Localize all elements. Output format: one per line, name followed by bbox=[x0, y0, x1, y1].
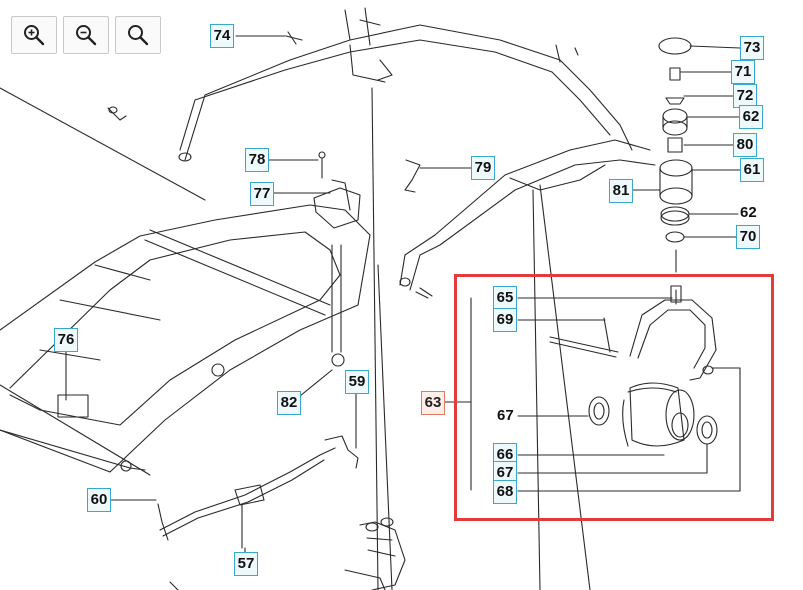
callout-70[interactable]: 70 bbox=[736, 225, 760, 249]
callout-62-top[interactable]: 62 bbox=[739, 105, 763, 129]
callout-65[interactable]: 65 bbox=[493, 286, 517, 310]
callout-63-assembly[interactable]: 63 bbox=[421, 391, 445, 415]
callout-74[interactable]: 74 bbox=[210, 24, 234, 48]
label-62-bottom: 62 bbox=[740, 204, 757, 221]
callout-80[interactable]: 80 bbox=[733, 133, 757, 157]
label-67-top: 67 bbox=[497, 407, 514, 424]
callout-59[interactable]: 59 bbox=[345, 370, 369, 394]
callout-69[interactable]: 69 bbox=[493, 308, 517, 332]
zoom-out-icon bbox=[76, 25, 97, 46]
callout-79[interactable]: 79 bbox=[471, 156, 495, 180]
zoom-in-button[interactable] bbox=[11, 16, 57, 54]
callout-81[interactable]: 81 bbox=[609, 179, 633, 203]
callout-77[interactable]: 77 bbox=[250, 182, 274, 206]
highlight-frame bbox=[454, 274, 774, 521]
callout-68[interactable]: 68 bbox=[493, 480, 517, 504]
callout-78[interactable]: 78 bbox=[245, 148, 269, 172]
callout-60[interactable]: 60 bbox=[87, 488, 111, 512]
callout-61[interactable]: 61 bbox=[740, 158, 764, 182]
callout-72[interactable]: 72 bbox=[733, 84, 757, 108]
callout-57[interactable]: 57 bbox=[234, 552, 258, 576]
callout-71[interactable]: 71 bbox=[731, 60, 755, 84]
callout-76[interactable]: 76 bbox=[54, 328, 78, 352]
zoom-in-icon bbox=[24, 25, 45, 46]
zoom-reset-button[interactable] bbox=[115, 16, 161, 54]
zoom-reset-icon bbox=[128, 25, 149, 46]
callout-82[interactable]: 82 bbox=[277, 391, 301, 415]
callout-73[interactable]: 73 bbox=[740, 36, 764, 60]
zoom-toolbar bbox=[11, 16, 161, 54]
zoom-out-button[interactable] bbox=[63, 16, 109, 54]
